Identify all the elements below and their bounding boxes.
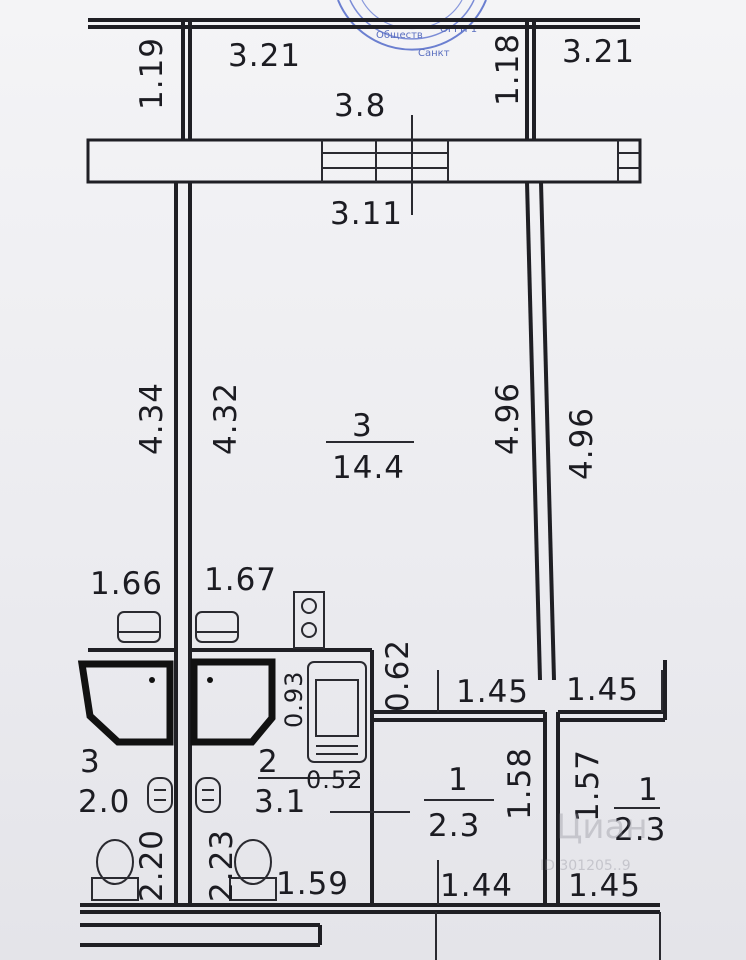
dim-top-right-width: 3.21	[562, 34, 635, 70]
dim-hall-height: 2.23	[204, 829, 240, 902]
kitchen-fixtures	[117, 591, 367, 763]
dim-left-kitchen-width: 1.66	[90, 566, 163, 602]
bath-fixtures	[77, 658, 277, 901]
dim-top-left-width: 3.21	[228, 38, 301, 74]
top-walls	[88, 18, 640, 140]
dim-bath-width-bottom: 1.44	[440, 868, 513, 904]
dim-right-bath-width-bottom: 1.45	[568, 868, 641, 904]
hall-area: 3.1	[254, 784, 306, 820]
room-area: 14.4	[332, 450, 405, 486]
main-room-walls	[174, 181, 556, 905]
dim-room-width: 3.11	[330, 196, 403, 232]
dim-top-left-height: 1.19	[134, 37, 170, 110]
dim-right-bath-height: 1.57	[570, 749, 606, 822]
dim-bath-width-top: 1.45	[456, 674, 529, 710]
right-bath-area: 2.3	[614, 812, 666, 848]
dim-right-outer-height: 4.96	[564, 407, 600, 480]
dim-balcony-width: 3.8	[334, 88, 386, 124]
balcony-wall	[86, 115, 642, 215]
watermark: Циан ID 301205..9	[540, 807, 648, 874]
dimension-labels: 3.21 1.19 3.8 1.18 3.21 3.11 4.34 4.32 3…	[78, 33, 666, 904]
room-number: 3	[352, 408, 373, 444]
left-partial-area: 2.0	[78, 784, 130, 820]
dim-kitchen-width: 1.67	[204, 562, 277, 598]
dim-left-outer-height: 4.34	[134, 382, 170, 455]
watermark-id: ID 301205..9	[540, 858, 631, 874]
dim-left-hall-height: 2.20	[134, 829, 170, 902]
company-stamp: Обществ Санкт ОГРН 1	[337, 0, 487, 59]
dim-top-mid-height: 1.18	[490, 33, 526, 106]
left-partial-number: 3	[80, 744, 101, 780]
dim-niche-depth: 0.62	[380, 639, 416, 712]
bath-area: 2.3	[428, 808, 480, 844]
dim-counter-width: 0.93	[280, 671, 308, 728]
dim-hall-width-bottom: 1.59	[276, 866, 349, 902]
stamp-line-3: ОГРН 1	[440, 24, 477, 35]
stamp-line-2: Санкт	[418, 48, 450, 59]
lower-partitions	[80, 648, 667, 960]
hall-number: 2	[258, 744, 279, 780]
dim-right-inner-height: 4.96	[490, 382, 526, 455]
dim-left-inner-height: 4.32	[208, 382, 244, 455]
stamp-line-1: Обществ	[376, 30, 423, 41]
bath-number: 1	[448, 762, 469, 798]
right-bath-number: 1	[638, 772, 659, 808]
watermark-brand: Циан	[556, 807, 648, 847]
dim-bath-height: 1.58	[502, 747, 538, 820]
dim-right-bath-width-top: 1.45	[566, 672, 639, 708]
dim-door-width: 0.52	[306, 766, 363, 794]
